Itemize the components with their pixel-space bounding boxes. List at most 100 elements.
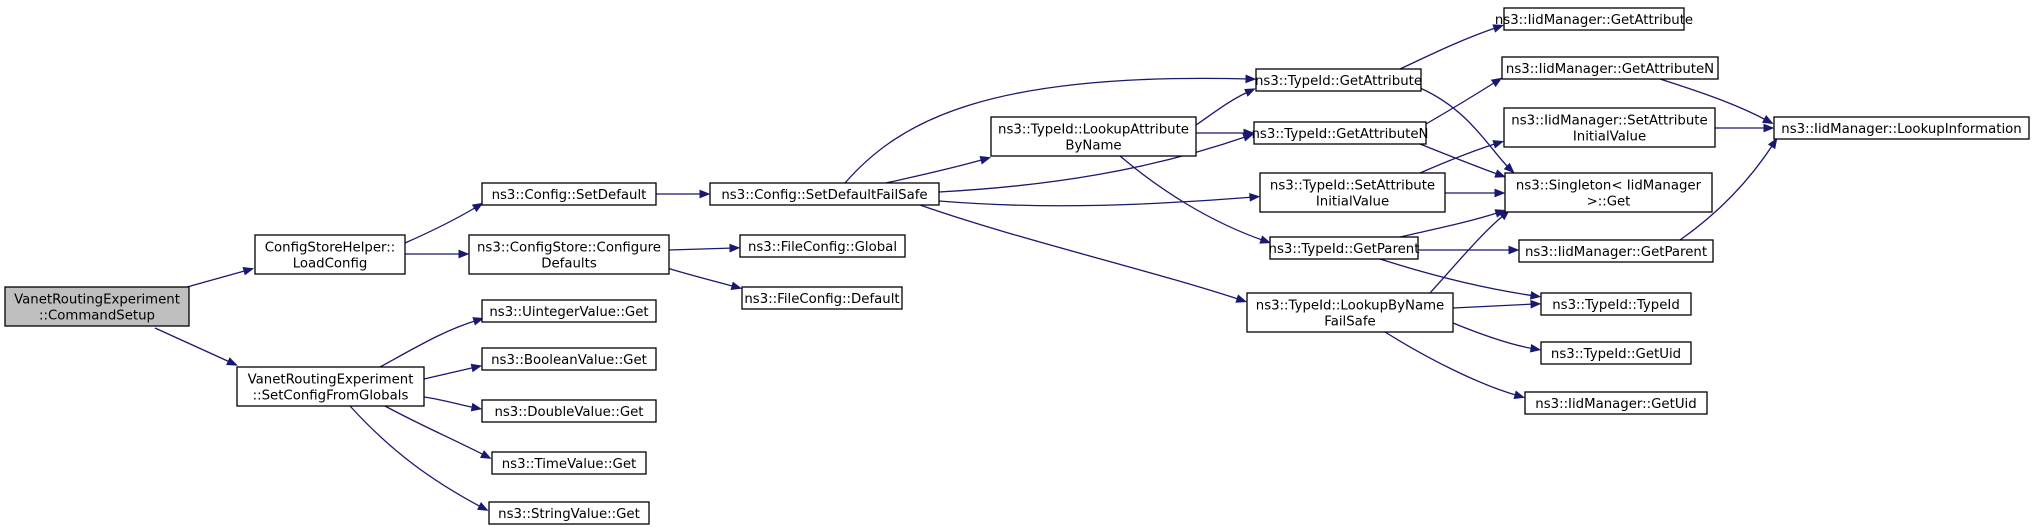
edge-n3-n5 <box>656 189 711 199</box>
node-box <box>1255 68 1422 92</box>
edge-n0-n1 <box>186 267 255 288</box>
node-box <box>481 399 657 423</box>
edge-line <box>1679 142 1775 241</box>
edge-arrowhead <box>730 281 743 290</box>
node-n15[interactable]: ns3::TypeId::TypeId <box>1540 292 1692 316</box>
edge-arrowhead <box>242 267 255 276</box>
edge-line <box>1399 26 1499 70</box>
edge-n18-n20 <box>1384 331 1526 399</box>
node-n25[interactable]: ns3::DoubleValue::Get <box>481 399 657 423</box>
node-box <box>236 366 425 407</box>
edge-line <box>349 405 484 509</box>
node-n20[interactable]: ns3::IidManager::GetUid <box>1524 391 1708 415</box>
edge-n10-n9 <box>1419 143 1506 178</box>
node-label: ns3::TimeValue::Get <box>502 457 637 472</box>
node-n27[interactable]: ns3::StringValue::Get <box>488 501 650 525</box>
node-n10[interactable]: ns3::TypeId::GetAttributeN <box>1252 121 1429 145</box>
edge-line <box>1379 258 1536 297</box>
node-label: ns3::TypeId::GetAttribute <box>1255 74 1422 89</box>
node-n5[interactable]: ns3::Config::SetDefaultFailSafe <box>709 182 940 206</box>
node-label: ns3::IidManager::GetAttribute <box>1495 13 1693 28</box>
edge-arrowhead <box>1245 74 1257 84</box>
edge-line <box>1419 143 1501 176</box>
edge-n0-n2 <box>154 327 238 366</box>
node-n12[interactable]: ns3::IidManager::LookupInformation <box>1773 116 2030 140</box>
node-n7[interactable]: ns3::TypeId::GetAttribute <box>1255 68 1422 92</box>
edge-n2-n25 <box>423 396 483 412</box>
edge-arrowhead <box>729 243 741 253</box>
edge-line <box>1452 322 1536 350</box>
node-n17[interactable]: ns3::IidManager::SetAttributeInitialValu… <box>1503 107 1716 148</box>
edge-line <box>404 205 479 244</box>
edge-arrowhead <box>1529 343 1542 353</box>
edge-arrowhead <box>1259 235 1271 244</box>
edge-n18-n19 <box>1452 322 1542 353</box>
node-label: ns3::IidManager::GetUid <box>1535 397 1696 412</box>
node-label: ns3::ConfigStore::Configure <box>477 241 661 256</box>
node-n2[interactable]: VanetRoutingExperiment::SetConfigFromGlo… <box>236 366 425 407</box>
node-n13[interactable]: ns3::TypeId::GetParent <box>1269 236 1420 260</box>
edge-n13-n9 <box>1399 209 1506 238</box>
edge-n14-n12 <box>1679 137 1778 241</box>
edge-arrowhead <box>1494 169 1506 178</box>
edge-n18-n15 <box>1452 299 1542 309</box>
node-n8[interactable]: ns3::IidManager::GetAttribute <box>1495 7 1693 31</box>
edge-arrowhead <box>470 402 483 412</box>
edge-arrowhead <box>1249 193 1261 202</box>
node-label: Defaults <box>541 257 597 272</box>
edge-arrowhead <box>480 450 492 459</box>
node-label: ns3::StringValue::Get <box>498 507 640 522</box>
node-label: VanetRoutingExperiment <box>248 373 414 388</box>
node-n0[interactable]: VanetRoutingExperiment::CommandSetup <box>4 286 190 327</box>
edge-n16-n17 <box>1419 140 1505 174</box>
node-box <box>481 182 657 206</box>
node-label: InitialValue <box>1316 195 1389 210</box>
edge-n5-n18 <box>919 204 1247 303</box>
node-n3[interactable]: ns3::Config::SetDefault <box>481 182 657 206</box>
node-box <box>1253 121 1427 145</box>
node-n11[interactable]: ns3::IidManager::GetAttributeN <box>1501 56 1719 80</box>
node-box <box>4 286 190 327</box>
edge-arrowhead <box>979 156 992 165</box>
node-n21[interactable]: ns3::FileConfig::Global <box>739 234 906 258</box>
node-n19[interactable]: ns3::TypeId::GetUid <box>1540 341 1692 365</box>
node-label: ns3::Singleton< IidManager <box>1516 179 1702 194</box>
edge-arrowhead <box>1508 245 1520 255</box>
edge-n6-n7 <box>1195 88 1256 126</box>
node-box <box>1524 391 1708 415</box>
edge-line <box>1419 87 1511 170</box>
edge-line <box>1425 80 1498 125</box>
node-n24[interactable]: ns3::BooleanValue::Get <box>481 347 657 371</box>
edge-line <box>1429 213 1506 294</box>
edge-line <box>919 204 1242 301</box>
node-box <box>254 234 406 275</box>
node-n23[interactable]: ns3::UintegerValue::Get <box>481 299 657 323</box>
node-box <box>491 451 647 475</box>
node-n1[interactable]: ConfigStoreHelper::LoadConfig <box>254 234 406 275</box>
edge-n7-n8 <box>1399 24 1504 70</box>
edge-n2-n27 <box>349 405 489 511</box>
node-box <box>990 116 1197 157</box>
edge-line <box>384 405 487 457</box>
node-label: InitialValue <box>1573 130 1646 145</box>
node-box <box>1501 56 1719 80</box>
nodes-layer: VanetRoutingExperiment::CommandSetup Conf… <box>4 7 2030 525</box>
node-n9[interactable]: ns3::Singleton< IidManager >::Get <box>1504 172 1713 213</box>
node-n14[interactable]: ns3::IidManager::GetParent <box>1518 239 1714 263</box>
edge-line <box>938 196 1255 207</box>
edge-arrowhead <box>1490 77 1503 88</box>
node-box <box>1503 7 1685 31</box>
node-n26[interactable]: ns3::TimeValue::Get <box>491 451 647 475</box>
node-label: ns3::TypeId::GetAttributeN <box>1252 127 1429 142</box>
node-n22[interactable]: ns3::FileConfig::Default <box>741 286 903 310</box>
edge-arrowhead <box>1503 162 1515 174</box>
edge-line <box>379 319 479 368</box>
edge-line <box>186 269 249 288</box>
edge-line <box>668 247 735 251</box>
edge-n10-n11 <box>1425 77 1503 125</box>
edge-n18-n9 <box>1429 209 1510 294</box>
